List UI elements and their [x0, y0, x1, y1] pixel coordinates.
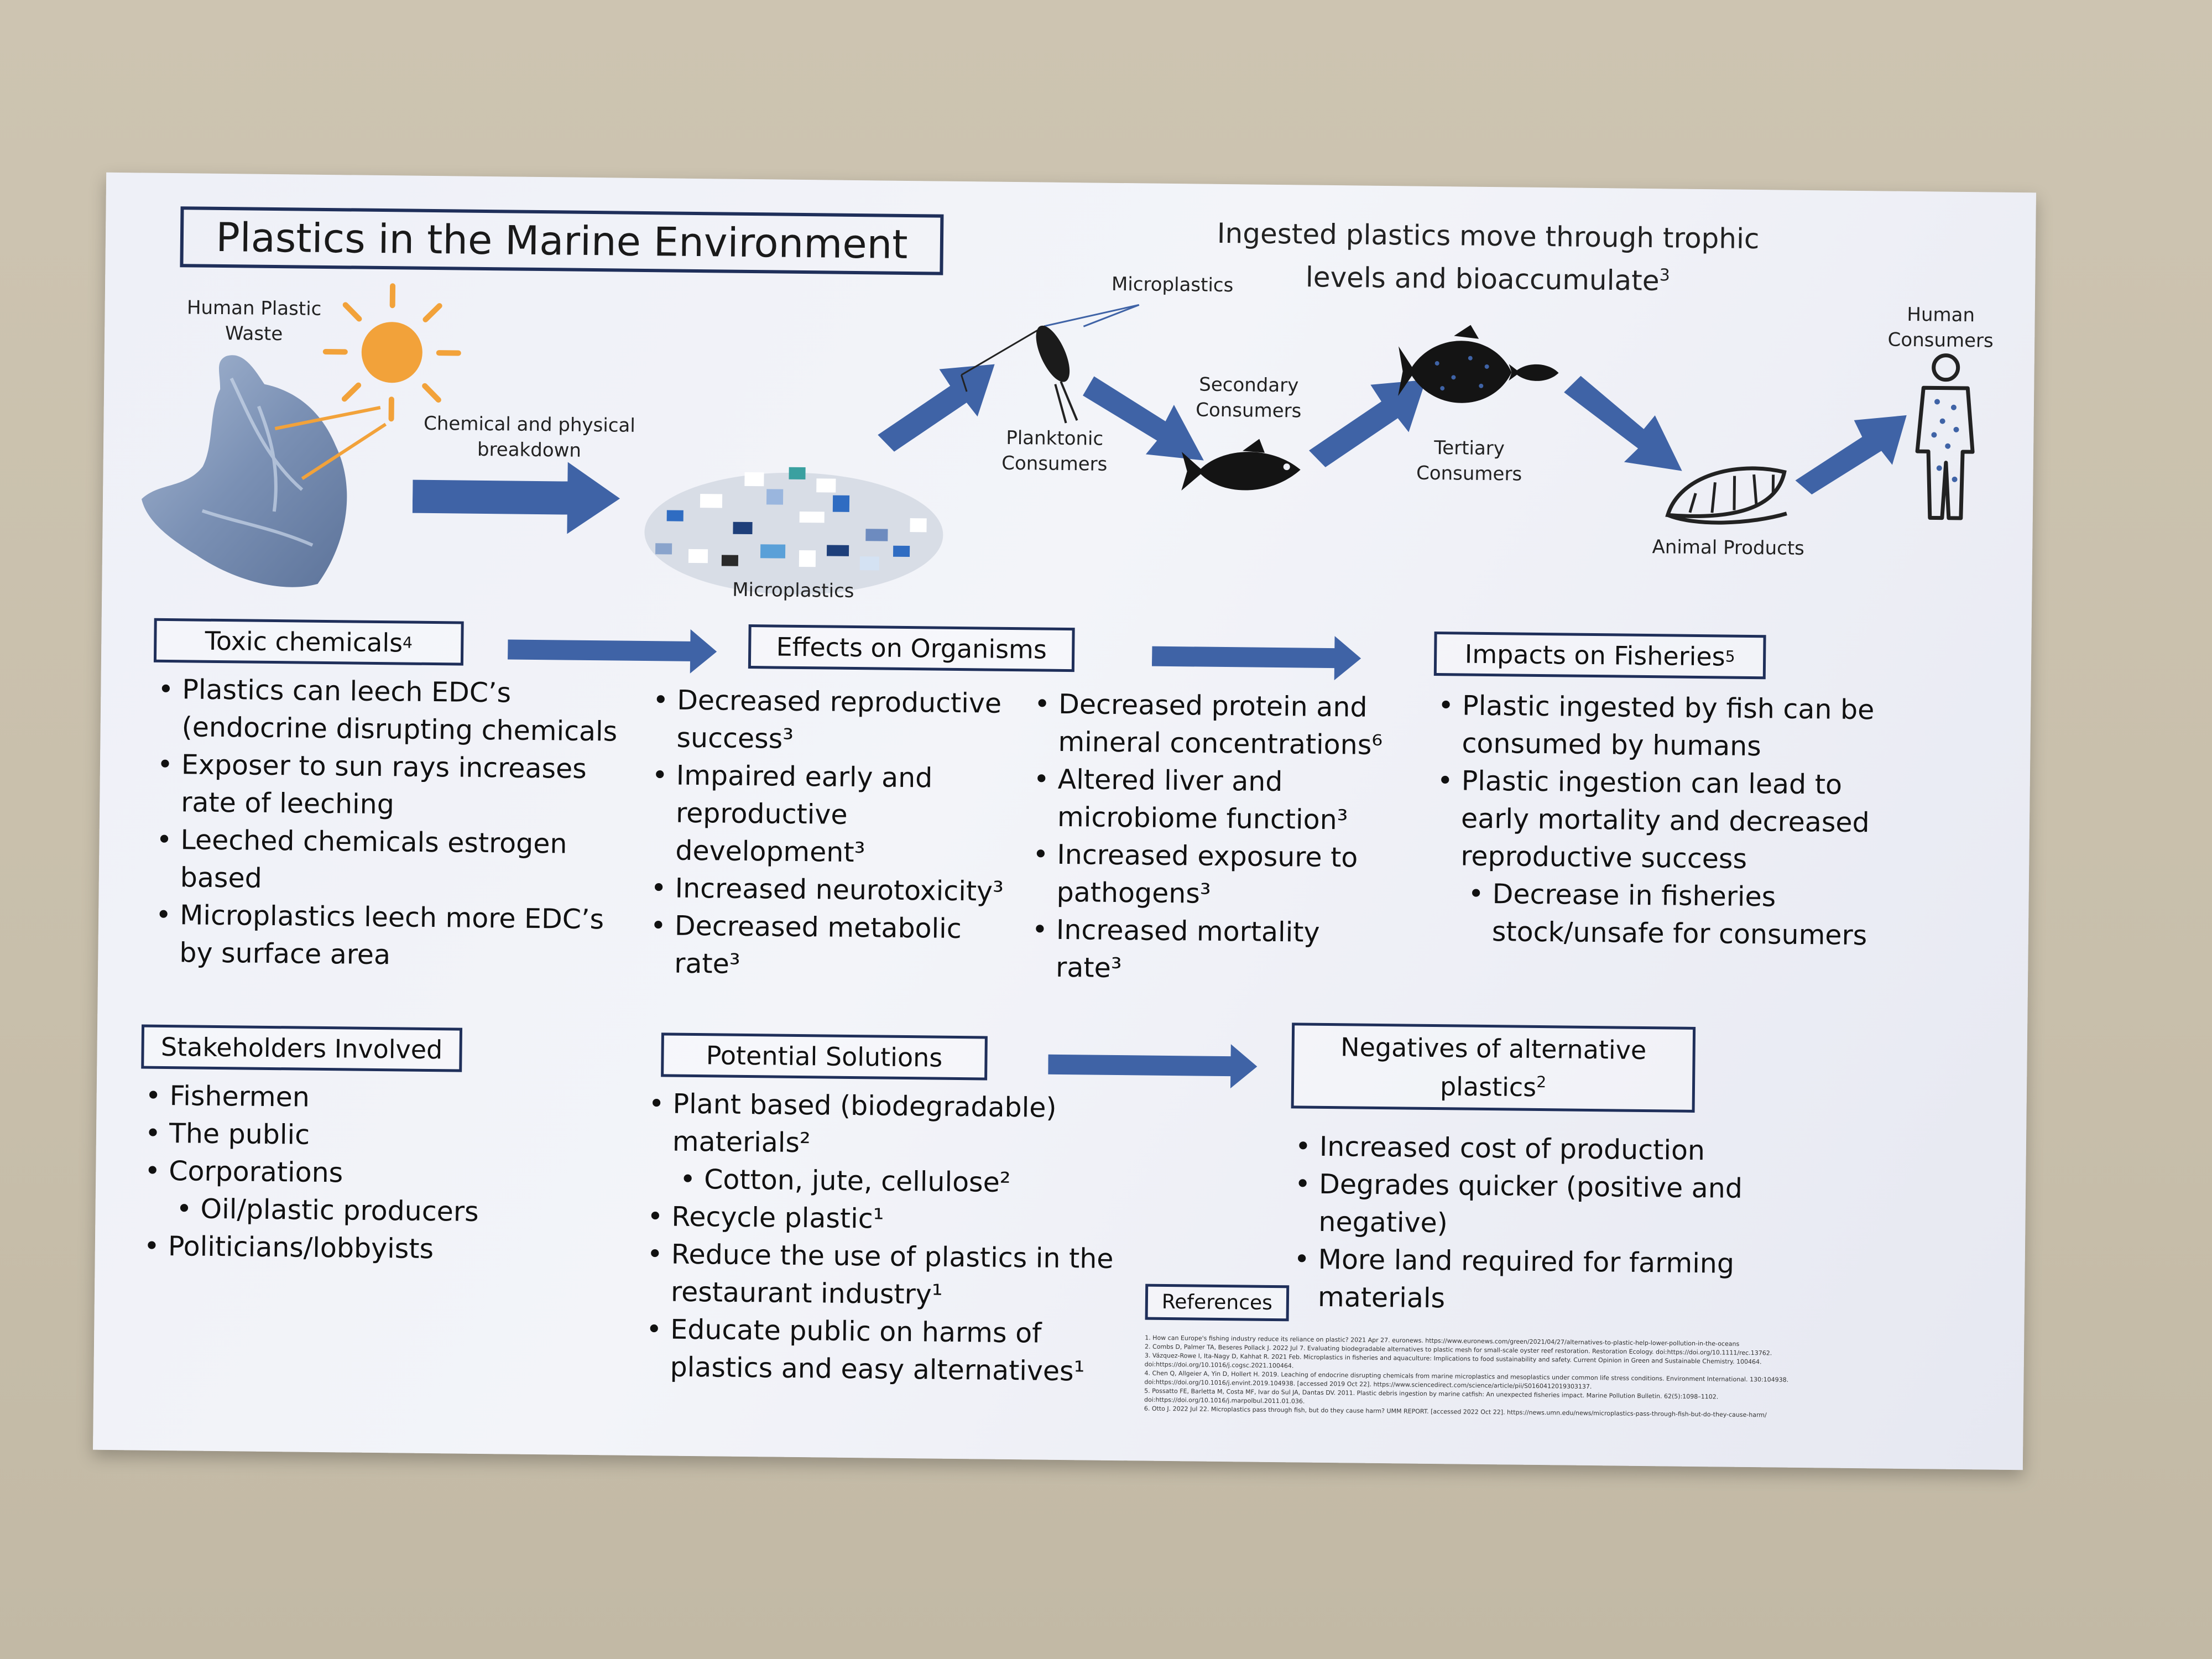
label-microplastics-pile: Microplastics — [732, 578, 854, 602]
poster-title: Plastics in the Marine Environment — [215, 213, 908, 268]
list-item: Increased mortality rate³ — [1027, 911, 1392, 990]
negatives-list: Increased cost of production Degrades qu… — [1289, 1128, 1767, 1321]
arrow-to-tertiary — [1309, 379, 1426, 467]
heading-potential-solutions: Potential Solutions — [661, 1032, 988, 1081]
label-human-consumers: Human Consumers — [1887, 303, 1994, 352]
list-item: Decreased reproductive success³ — [648, 681, 1024, 760]
arrow-to-microplastics — [412, 462, 620, 534]
sun-ray-lines — [274, 406, 387, 481]
heading-stakeholders: Stakeholders Involved — [141, 1024, 463, 1072]
list-item: Plastic ingested by fish can be consumed… — [1433, 687, 1876, 766]
label-human-plastic-waste: Human Plastic Waste — [186, 296, 322, 346]
shellfish-icon — [1665, 466, 1787, 525]
trophic-caption: Ingested plastics move through trophic l… — [1211, 215, 1765, 301]
arrow-effects-to-fisheries — [1151, 636, 1361, 681]
list-item: Increased cost of production — [1291, 1128, 1767, 1170]
arrow-toxic-to-effects — [508, 629, 717, 674]
effects-heading-text: Effects on Organisms — [776, 632, 1047, 665]
fisheries-heading-ref: 5 — [1725, 647, 1735, 666]
list-item: Fishermen — [140, 1077, 528, 1119]
list-item: Reduce the use of plastics in the restau… — [642, 1235, 1118, 1316]
effects-list-col1: Decreased reproductive success³ Impaired… — [645, 681, 1025, 986]
copepod-icon — [961, 304, 1140, 424]
solutions-list: Plant based (biodegradable) materials² C… — [641, 1085, 1120, 1391]
list-sub-item: Decrease in fisheries stock/unsafe for c… — [1431, 875, 1874, 954]
toxic-heading-text: Toxic chemicals — [205, 625, 403, 658]
heading-references: References — [1145, 1284, 1290, 1322]
list-item: Impaired early and reproductive developm… — [646, 757, 1024, 873]
toxic-heading-ref: 4 — [402, 633, 413, 652]
list-item: Microplastics leech more EDC’s by surfac… — [150, 896, 632, 977]
label-breakdown: Chemical and physical breakdown — [423, 412, 636, 462]
list-item: More land required for farming materials — [1289, 1240, 1765, 1321]
title-box: Plastics in the Marine Environment — [180, 206, 944, 275]
arrow-solutions-to-negatives — [1048, 1044, 1258, 1089]
list-item: Decreased protein and mineral concentrat… — [1029, 685, 1395, 764]
list-item: Increased neurotoxicity³ — [646, 869, 1022, 911]
list-item: Plastics can leech EDC’s (endocrine disr… — [153, 671, 634, 751]
sun-icon — [322, 283, 461, 422]
list-item: Altered liver and microbiome function³ — [1029, 760, 1394, 839]
fish-icon — [1181, 439, 1301, 491]
arrow-to-human — [1795, 415, 1907, 495]
list-item: The public — [140, 1115, 528, 1156]
toxic-list: Plastics can leech EDC’s (endocrine disr… — [150, 671, 635, 977]
list-item: Plastic ingestion can lead to early mort… — [1432, 762, 1875, 879]
fisheries-list: Plastic ingested by fish can be consumed… — [1431, 687, 1876, 954]
list-item: Educate public on harms of plastics and … — [641, 1311, 1117, 1391]
effects-list-col2: Decreased protein and mineral concentrat… — [1027, 685, 1395, 990]
fisheries-heading-text: Impacts on Fisheries — [1464, 639, 1725, 672]
heading-negatives-alt-plastics: Negatives of alternative plastics2 — [1291, 1022, 1696, 1113]
arrow-to-secondary — [1083, 376, 1204, 461]
list-item: Exposer to sun rays increases rate of le… — [152, 746, 634, 826]
list-item: Recycle plastic¹ — [643, 1198, 1119, 1240]
references-list: 1. How can Europe's fishing industry red… — [1144, 1334, 1919, 1422]
trophic-caption-text: Ingested plastics move through trophic l… — [1217, 217, 1760, 297]
poster: Plastics in the Marine Environment Inges… — [93, 172, 2036, 1470]
trophic-caption-ref: 3 — [1659, 265, 1670, 285]
plastic-bag-icon — [142, 355, 347, 587]
label-tertiary: Tertiary Consumers — [1416, 436, 1522, 486]
list-item: Leeched chemicals estrogen based — [151, 821, 633, 901]
heading-effects-on-organisms: Effects on Organisms — [748, 624, 1075, 672]
negatives-heading-text: Negatives of alternative plastics — [1340, 1032, 1647, 1103]
stakeholders-heading-text: Stakeholders Involved — [160, 1031, 443, 1065]
microplastics-pile-icon — [644, 467, 943, 594]
list-item: Degrades quicker (positive and negative) — [1290, 1165, 1766, 1245]
list-sub-item: Cotton, jute, cellulose² — [643, 1160, 1119, 1203]
human-figure-icon — [1915, 353, 1975, 520]
label-animal-products: Animal Products — [1652, 536, 1805, 560]
stakeholders-list: Fishermen The public Corporations Oil/pl… — [139, 1077, 529, 1269]
solutions-heading-text: Potential Solutions — [706, 1040, 943, 1073]
list-item: Decreased metabolic rate³ — [645, 907, 1022, 986]
arrow-to-animal-products — [1564, 375, 1682, 471]
list-item: Plant based (biodegradable) materials² — [644, 1085, 1120, 1165]
references-heading-text: References — [1161, 1290, 1273, 1314]
list-item: Politicians/lobbyists — [139, 1228, 527, 1269]
fish-pair-icon — [1398, 325, 1559, 403]
negatives-heading-ref: 2 — [1536, 1072, 1547, 1091]
list-sub-item: Oil/plastic producers — [139, 1190, 527, 1232]
list-item: Corporations — [140, 1152, 528, 1194]
list-item: Increased exposure to pathogens³ — [1027, 836, 1393, 915]
